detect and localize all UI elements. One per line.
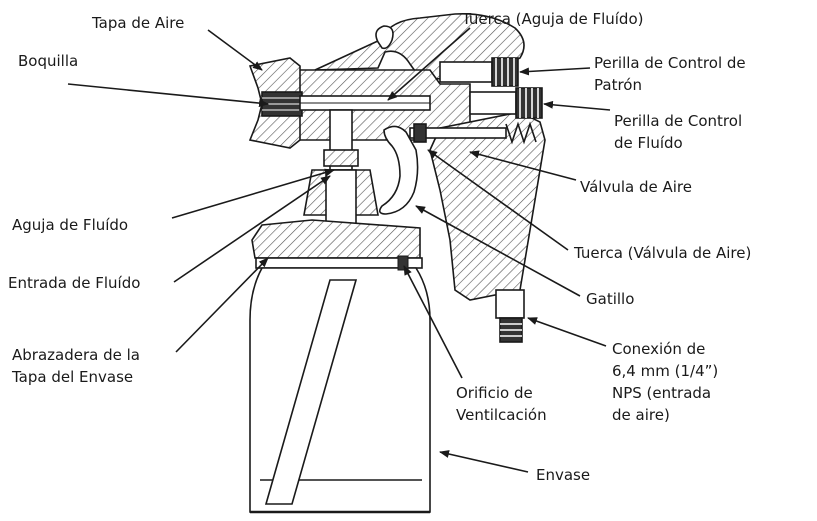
- arrow-tapa-de-aire: [207, 29, 263, 71]
- cup-lid: [251, 219, 423, 269]
- label-perilla-fluido: Perilla de Control de Fluído: [614, 110, 742, 154]
- air-inlet: [495, 289, 525, 343]
- arrow-entrada-fluido: [173, 175, 331, 283]
- label-line: 6,4 mm (1/4”): [612, 362, 719, 380]
- label-aguja-fluido: Aguja de Fluído: [12, 214, 128, 236]
- label-line: Abrazadera de la: [12, 346, 140, 364]
- arrow-tuerca-valvula: [427, 149, 569, 251]
- label-line: Tapa de Aire: [92, 14, 185, 32]
- label-tapa-de-aire: Tapa de Aire: [92, 12, 184, 34]
- label-line: Envase: [536, 466, 591, 484]
- label-line: Tapa del Envase: [12, 368, 134, 386]
- suction-tube: [264, 279, 358, 505]
- label-gatillo: Gatillo: [586, 288, 634, 310]
- label-tuerca-valvula: Tuerca (Válvula de Aire): [574, 242, 751, 264]
- label-conexion: Conexión de 6,4 mm (1/4”) NPS (entrada d…: [612, 338, 718, 426]
- leader-lines: [67, 27, 611, 473]
- label-line: Orificio de: [456, 384, 533, 402]
- label-orificio: Orificio de Ventilcación: [456, 382, 547, 426]
- label-perilla-patron: Perilla de Control de Patrón: [594, 52, 746, 96]
- label-valvula-aire: Válvula de Aire: [580, 176, 692, 198]
- pattern-knob: [439, 57, 519, 87]
- label-line: Ventilcación: [456, 406, 547, 424]
- arrow-boquilla: [67, 83, 269, 108]
- arrow-valvula-aire: [469, 150, 577, 181]
- label-line: Entrada de Fluído: [8, 274, 141, 292]
- label-line: Tuerca (Válvula de Aire): [574, 244, 752, 262]
- label-entrada-fluido: Entrada de Fluído: [8, 272, 140, 294]
- arrow-tuerca-aguja: [387, 27, 471, 101]
- label-line: Perilla de Control de: [594, 54, 746, 72]
- label-line: Patrón: [594, 76, 642, 94]
- label-line: Conexión de: [612, 340, 706, 358]
- air-valve: [409, 121, 537, 145]
- label-line: Aguja de Fluído: [12, 216, 129, 234]
- arrow-abrazadera: [175, 257, 269, 353]
- label-tuerca-aguja: Tuerca (Aguja de Fluído): [462, 8, 643, 30]
- arrow-conexion: [527, 317, 607, 347]
- label-line: de aire): [612, 406, 670, 424]
- label-boquilla: Boquilla: [18, 50, 78, 72]
- arrow-aguja-fluido: [171, 168, 335, 219]
- label-line: de Fluído: [614, 134, 683, 152]
- arrow-perilla-fluido: [543, 100, 611, 111]
- label-line: Tuerca (Aguja de Fluído): [462, 10, 644, 28]
- label-line: Gatillo: [586, 290, 635, 308]
- label-envase: Envase: [536, 464, 590, 486]
- label-line: Válvula de Aire: [580, 178, 692, 196]
- vent-hole: [397, 255, 409, 271]
- fluid-needle: [299, 95, 431, 111]
- arrow-orificio: [403, 265, 463, 379]
- label-line: NPS (entrada: [612, 384, 712, 402]
- fluid-knob: [469, 87, 543, 119]
- label-line: Boquilla: [18, 52, 79, 70]
- arrow-perilla-patron: [519, 67, 591, 76]
- label-abrazadera: Abrazadera de la Tapa del Envase: [12, 344, 140, 388]
- arrow-gatillo: [415, 205, 581, 297]
- arrow-envase: [439, 450, 529, 473]
- trigger: [378, 125, 419, 215]
- label-line: Perilla de Control: [614, 112, 743, 130]
